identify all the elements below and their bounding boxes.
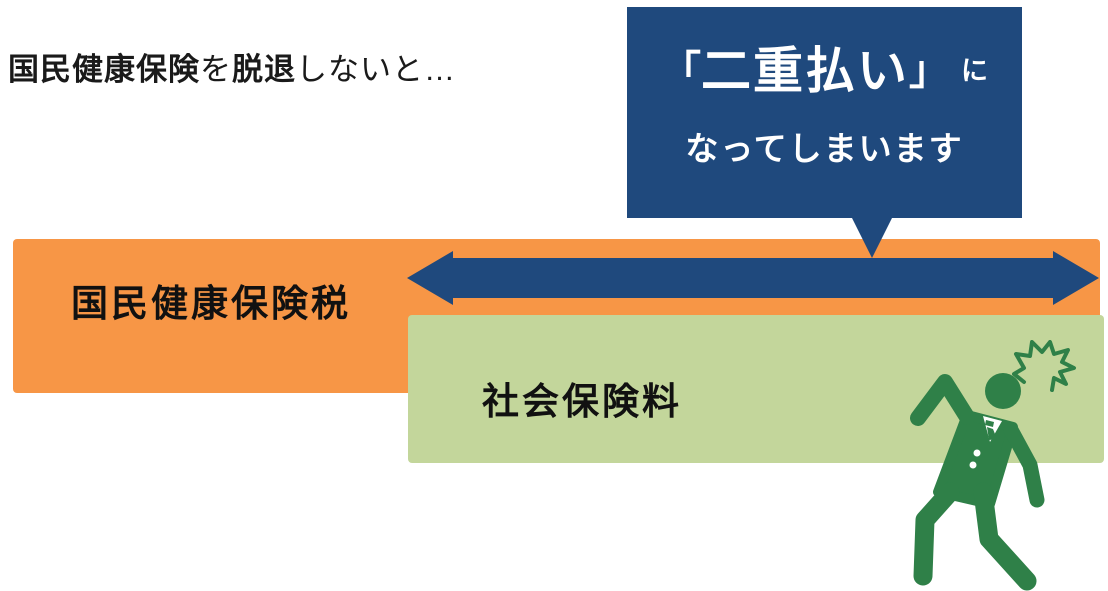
callout-suffix: に xyxy=(961,55,988,86)
shock-burst-icon xyxy=(1012,340,1076,392)
callout-bracket-open: 「 xyxy=(661,49,701,93)
double-payment-callout: 「 二重払い 」 に なってしまいます xyxy=(627,7,1022,218)
nhi-tax-bar-label: 国民健康保険税 xyxy=(71,283,351,324)
callout-line1: 「 二重払い 」 に xyxy=(661,39,988,103)
surprised-businessman-icon xyxy=(910,340,1076,591)
callout-main-text: 二重払い xyxy=(701,43,909,99)
callout-bracket-close: 」 xyxy=(909,49,949,93)
title-segment-3: 脱退 xyxy=(232,52,296,87)
social-insurance-bar-label: 社会保険料 xyxy=(482,381,682,422)
title-segment-2: を xyxy=(200,52,232,87)
title-segment-1: 国民健康保険 xyxy=(8,52,200,87)
title-segment-4: しないと… xyxy=(296,52,456,87)
callout-pointer-triangle xyxy=(852,218,892,258)
callout-line2: なってしまいます xyxy=(685,130,964,167)
page-title: 国民健康保険を脱退しないと… xyxy=(8,44,456,89)
double-headed-arrow-icon xyxy=(407,251,1099,305)
